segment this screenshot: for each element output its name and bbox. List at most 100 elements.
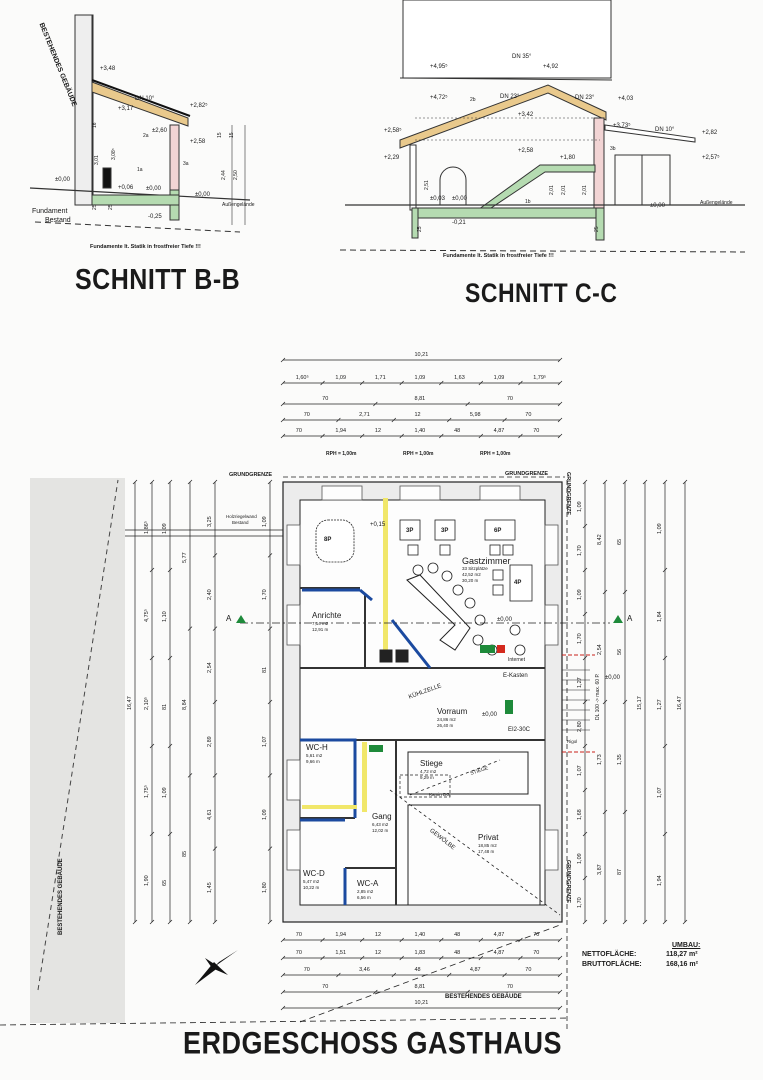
dimension-label: 2,51	[424, 180, 430, 190]
dimension-label: 12	[374, 950, 382, 956]
dimension-line	[149, 919, 155, 925]
wall-label: Holzriegelwand	[226, 514, 257, 519]
dimension-label: 25	[108, 204, 114, 210]
dimension-label: 4,87	[469, 967, 481, 973]
room-area: 9,66 m	[306, 759, 320, 764]
dimension-line	[622, 699, 628, 705]
dimension-label: 5,77	[182, 552, 188, 564]
dimension-line	[582, 875, 588, 881]
dimension-line	[359, 937, 365, 943]
dimension-line	[622, 809, 628, 815]
room-name: Vorraum	[437, 707, 468, 716]
dimension-label: 10,21	[414, 1000, 429, 1006]
dimension-line	[167, 479, 173, 485]
dimension-line	[280, 955, 286, 961]
dimension-line	[557, 357, 563, 363]
dimension-label: 56	[617, 648, 623, 655]
elevation-mark: +4,95⁵	[430, 64, 448, 70]
roof-pitch: DN 23°	[500, 94, 520, 100]
dimension-line	[642, 479, 648, 485]
table-capacity: 6P	[494, 528, 502, 534]
property-line-label: GRUNDGRENZE	[505, 471, 549, 477]
dimension-label: 1,07	[262, 735, 268, 747]
elevation-mark: +2,58	[518, 148, 534, 154]
roof-pitch: DN 10°	[135, 96, 155, 102]
room-name: Gastzimmer	[462, 556, 511, 566]
elevation-mark: +2,58⁵	[384, 128, 402, 134]
dimension-label: 16	[92, 122, 98, 128]
dimension-line	[320, 433, 325, 439]
dimension-line	[267, 626, 273, 631]
gross-area-label: BRUTTOFLÄCHE:	[582, 961, 642, 968]
elevation-mark: -0,25	[148, 214, 162, 220]
dimension-line	[320, 955, 325, 961]
dimension-line	[662, 655, 668, 661]
dimension-line	[149, 567, 155, 573]
dimension-line	[662, 743, 668, 749]
dimension-line	[149, 743, 155, 749]
dimension-label: 1,70	[577, 897, 583, 908]
dimension-label: 10,21	[414, 352, 429, 358]
dimension-line	[662, 567, 668, 573]
dimension-line	[336, 972, 341, 978]
internet-label: Internet	[508, 657, 525, 663]
dimension-line	[518, 955, 523, 961]
dimension-line	[502, 972, 507, 978]
plan-title: ERDGESCHOSS GASTHAUS	[183, 1025, 563, 1061]
dimension-label: 70	[525, 412, 532, 418]
wall-label: Bestand	[232, 520, 249, 525]
occupancy-label: DL 100 -> max. 60 P.	[595, 673, 601, 720]
dimension-label: 15,17	[637, 696, 643, 710]
dimension-label: 15	[229, 132, 235, 138]
dimension-label: 2,71	[359, 412, 370, 418]
dimension-line	[682, 919, 688, 925]
table-capacity: 3P	[441, 528, 449, 534]
dimension-line	[280, 357, 286, 363]
dimension-line	[478, 955, 484, 961]
room-name: WC-H	[306, 743, 328, 752]
dimension-label: 4,87	[493, 932, 505, 938]
foundation-label: Bestand	[45, 217, 71, 224]
dimension-line	[212, 919, 218, 925]
dimension-line	[478, 380, 484, 386]
section-tag: 1a	[137, 167, 143, 173]
dimension-label: 1,07	[577, 765, 583, 776]
dimension-label: 48	[454, 428, 461, 434]
dimension-line	[132, 919, 138, 925]
elevation-mark: +4,72⁵	[430, 95, 448, 101]
dimension-label: 70	[322, 396, 329, 402]
dimension-line	[622, 589, 628, 595]
room-area: 26,40 m	[437, 723, 454, 728]
room-area: 7,14 m2	[312, 621, 329, 626]
dimension-label: 70	[295, 950, 302, 956]
dimension-label: 2,40	[207, 589, 213, 600]
room-name: Anrichte	[312, 611, 342, 620]
dimension-label: 12	[374, 428, 382, 434]
room-area: 2,85 m2	[357, 889, 374, 894]
electrical-box-label: E-Kasten	[503, 673, 528, 679]
dimension-line	[280, 972, 286, 978]
dimension-label: 1,27	[577, 677, 583, 688]
north-arrow-icon	[195, 950, 238, 985]
dimension-line	[602, 809, 608, 815]
elevation-mark: +3,73⁵	[613, 123, 631, 129]
dimension-label: 25	[417, 226, 423, 232]
dimension-label: 1,27	[657, 699, 663, 710]
section-cc-title: SCHNITT C-C	[465, 277, 618, 308]
dimension-line	[280, 401, 286, 407]
dimension-line	[478, 433, 484, 439]
dimension-label: 70	[322, 984, 329, 990]
dimension-line	[280, 989, 286, 995]
dimension-line	[582, 919, 588, 925]
dimension-label: 1,79⁵	[533, 375, 547, 381]
dimension-label: 2,80	[577, 721, 583, 732]
dimension-line	[682, 479, 688, 485]
dimension-line	[167, 919, 173, 925]
level-mark: ±0,00	[482, 712, 497, 718]
dimension-label: 70	[303, 412, 310, 418]
foundation-label: Fundament	[32, 208, 68, 215]
dimension-line	[149, 479, 155, 485]
dimension-label: 4,61	[207, 809, 213, 820]
dimension-line	[373, 989, 378, 995]
